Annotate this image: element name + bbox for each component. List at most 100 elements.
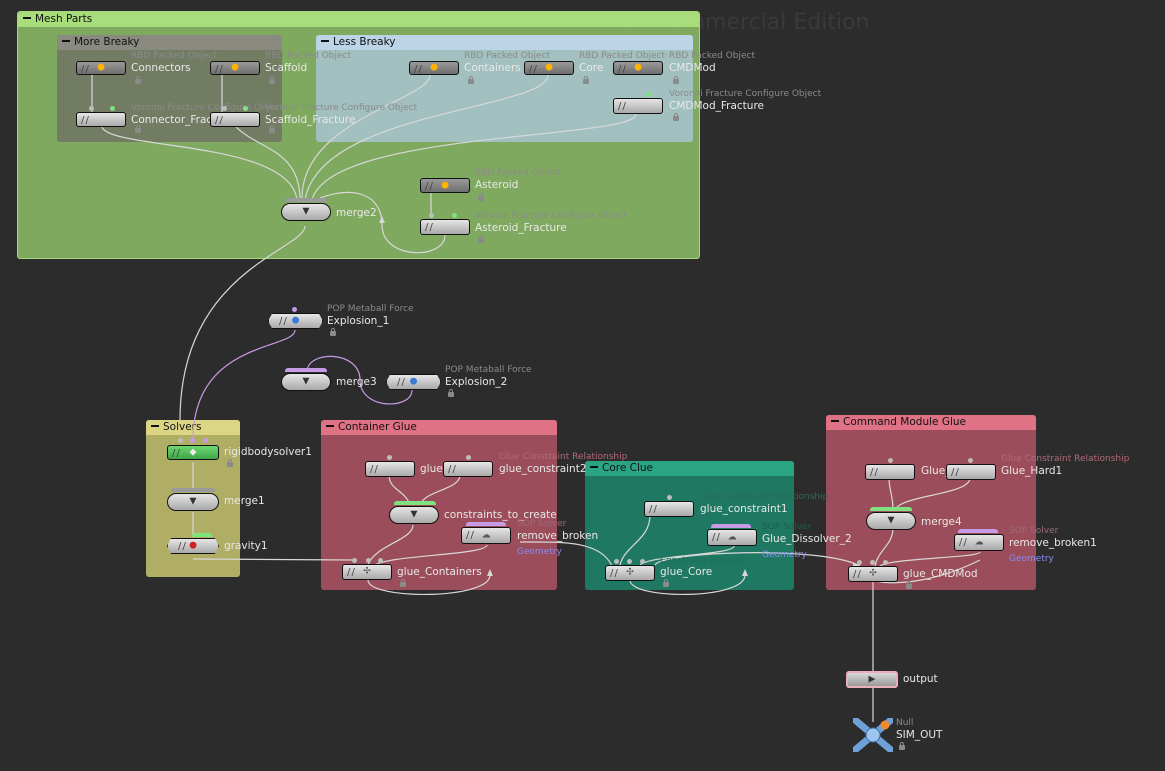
null-node-icon[interactable] bbox=[853, 718, 893, 752]
node-type-label: Glue Constraint Relationship bbox=[499, 452, 628, 462]
lock-icon[interactable] bbox=[663, 579, 669, 587]
glue-constraint-tile[interactable]: / / bbox=[946, 464, 996, 480]
input-connector-dot[interactable] bbox=[452, 213, 457, 218]
node-flag bbox=[958, 529, 998, 533]
lock-icon[interactable] bbox=[583, 76, 589, 84]
sop-solver-tile[interactable]: / /☁ bbox=[954, 534, 1004, 551]
input-connector-dot[interactable] bbox=[640, 559, 645, 564]
rbd-packed-object-tile[interactable]: / /● bbox=[524, 61, 574, 75]
input-connector-dot[interactable] bbox=[614, 559, 619, 564]
lock-icon[interactable] bbox=[906, 581, 912, 589]
rbd-packed-object-tile[interactable]: / / ● bbox=[613, 61, 663, 75]
input-connector-dot[interactable] bbox=[888, 458, 893, 463]
lock-icon[interactable] bbox=[227, 459, 233, 467]
rigidbody-solver-tile[interactable]: / /◆ bbox=[167, 445, 219, 460]
input-connector-dot[interactable] bbox=[378, 558, 383, 563]
input-connector-dot[interactable] bbox=[178, 438, 183, 443]
input-connector-dot[interactable] bbox=[222, 106, 227, 111]
rbd-packed-object-tile[interactable]: / /● bbox=[420, 178, 470, 193]
constraint-network-tile[interactable]: / /✣ bbox=[342, 564, 392, 580]
lock-icon[interactable] bbox=[478, 193, 484, 201]
rbd-packed-object-tile[interactable]: / /● bbox=[210, 61, 260, 75]
network-box-header[interactable]: Command Module Glue bbox=[826, 415, 1036, 430]
input-connector-dot[interactable] bbox=[110, 106, 115, 111]
input-connector-dot[interactable] bbox=[646, 92, 651, 97]
input-connector-dot[interactable] bbox=[387, 455, 392, 460]
gravity-tile[interactable]: / /● bbox=[167, 538, 219, 554]
node-sub-label: Geometry bbox=[1009, 554, 1054, 564]
glue-constraint-tile[interactable]: / / bbox=[365, 461, 415, 477]
pop-force-tile[interactable]: / /● bbox=[268, 313, 323, 329]
input-connector-dot[interactable] bbox=[968, 458, 973, 463]
collapse-icon[interactable] bbox=[326, 425, 334, 427]
constraint-network-tile[interactable]: / /✣ bbox=[605, 565, 655, 581]
glue-constraint-tile[interactable]: / / bbox=[865, 464, 915, 480]
packed-object-icon: ● bbox=[634, 62, 642, 73]
lock-icon[interactable] bbox=[269, 125, 275, 133]
lock-icon[interactable] bbox=[400, 579, 406, 587]
lock-icon[interactable] bbox=[135, 76, 141, 84]
input-connector-dot[interactable] bbox=[627, 559, 632, 564]
input-connector-dot[interactable] bbox=[292, 307, 297, 312]
pop-force-tile[interactable]: / /● bbox=[386, 374, 441, 390]
input-connector-dot[interactable] bbox=[203, 438, 208, 443]
input-connector-dot[interactable] bbox=[870, 560, 875, 565]
network-box-header[interactable]: Container Glue bbox=[321, 420, 557, 435]
collapse-icon[interactable] bbox=[590, 466, 598, 468]
output-tile[interactable]: ▶ bbox=[846, 671, 898, 688]
sop-solver-icon: ☁ bbox=[974, 537, 984, 547]
input-connector-dot[interactable] bbox=[667, 495, 672, 500]
network-icon: ✣ bbox=[869, 568, 877, 579]
rbd-packed-object-tile[interactable]: / /● bbox=[76, 61, 126, 75]
network-box-header[interactable]: Less Breaky bbox=[316, 35, 693, 50]
input-connector-dot[interactable] bbox=[352, 558, 357, 563]
network-box-container-glue[interactable]: Container Glue bbox=[321, 420, 557, 590]
collapse-icon[interactable] bbox=[321, 40, 329, 42]
lock-icon[interactable] bbox=[135, 125, 141, 133]
lock-icon[interactable] bbox=[673, 76, 679, 84]
slashes-icon: / / bbox=[618, 64, 626, 75]
input-connector-dot[interactable] bbox=[466, 455, 471, 460]
collapse-icon[interactable] bbox=[151, 425, 159, 427]
collapse-icon[interactable] bbox=[23, 17, 31, 19]
network-box-less-breaky[interactable]: Less Breaky bbox=[316, 35, 693, 142]
collapse-icon[interactable] bbox=[62, 40, 70, 42]
input-connector-dot[interactable] bbox=[366, 558, 371, 563]
node-sub-label: Geometry bbox=[517, 547, 562, 557]
lock-icon[interactable] bbox=[673, 113, 679, 121]
merge-tile[interactable]: ▼ bbox=[389, 506, 439, 524]
constraint-network-tile[interactable]: / /✣ bbox=[848, 566, 898, 582]
merge-tile[interactable]: ▼ bbox=[281, 373, 331, 391]
sop-solver-tile[interactable]: / /☁ bbox=[461, 527, 511, 544]
network-box-header[interactable]: Core Clue bbox=[585, 461, 794, 476]
network-box-core-clue[interactable]: Core Clue bbox=[585, 461, 794, 590]
voronoi-fracture-tile[interactable]: / / bbox=[210, 112, 260, 127]
lock-icon[interactable] bbox=[899, 742, 905, 750]
input-connector-dot[interactable] bbox=[883, 560, 888, 565]
lock-icon[interactable] bbox=[269, 76, 275, 84]
node-name-label: remove_broken bbox=[517, 530, 599, 542]
merge-tile[interactable]: ▼ bbox=[866, 512, 916, 530]
glue-constraint-tile[interactable]: / / bbox=[443, 461, 493, 477]
rbd-packed-object-tile[interactable]: / /● bbox=[409, 61, 459, 75]
network-box-header[interactable]: Mesh Parts bbox=[18, 12, 699, 27]
voronoi-fracture-tile[interactable]: / / bbox=[76, 112, 126, 127]
network-box-header[interactable]: More Breaky bbox=[57, 35, 282, 50]
lock-icon[interactable] bbox=[478, 235, 484, 243]
collapse-icon[interactable] bbox=[831, 420, 839, 422]
lock-icon[interactable] bbox=[330, 328, 336, 336]
merge-tile[interactable]: ▼ bbox=[281, 203, 331, 221]
input-connector-dot[interactable] bbox=[243, 106, 248, 111]
input-connector-dot[interactable] bbox=[190, 438, 195, 443]
lock-icon[interactable] bbox=[468, 76, 474, 84]
input-connector-dot[interactable] bbox=[89, 106, 94, 111]
voronoi-fracture-tile[interactable]: / / bbox=[613, 98, 663, 114]
input-connector-dot[interactable] bbox=[429, 213, 434, 218]
glue-constraint-tile[interactable]: / / bbox=[644, 501, 694, 517]
merge-tile[interactable]: ▼ bbox=[167, 493, 219, 511]
voronoi-fracture-tile[interactable]: / / bbox=[420, 219, 470, 235]
input-connector-dot[interactable] bbox=[857, 560, 862, 565]
network-icon: ✣ bbox=[626, 567, 634, 578]
sop-solver-tile[interactable]: / /☁ bbox=[707, 529, 757, 546]
lock-icon[interactable] bbox=[448, 389, 454, 397]
